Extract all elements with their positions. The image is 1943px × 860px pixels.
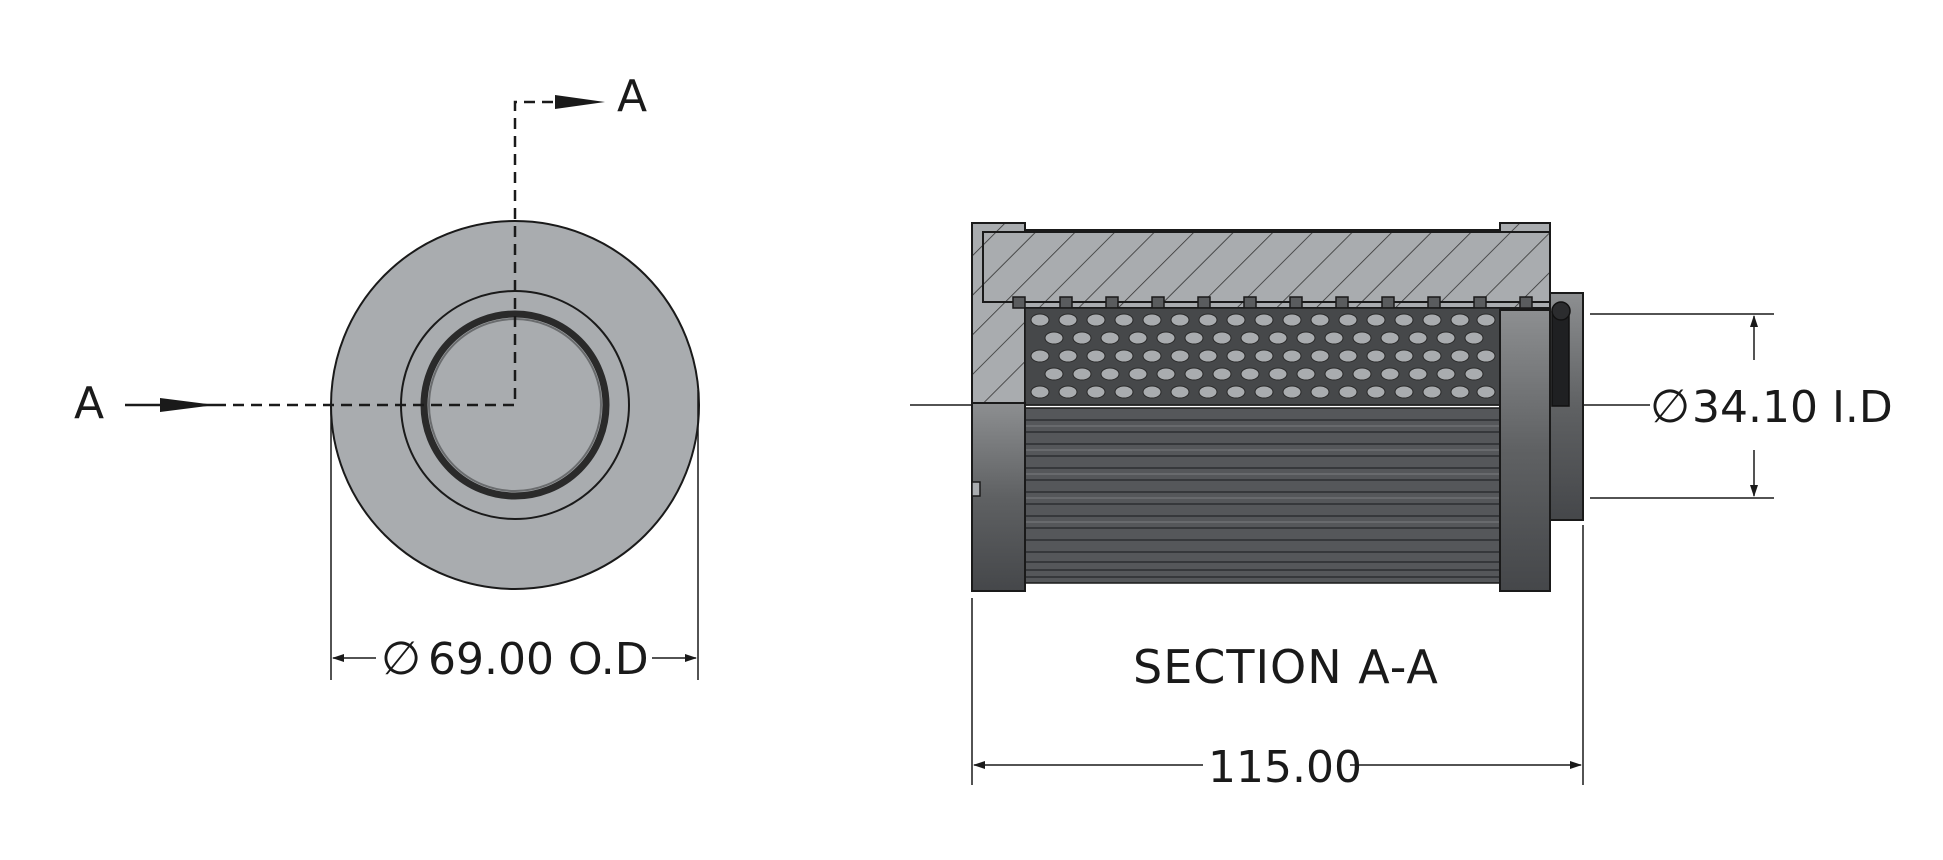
section-label-left: A <box>74 378 104 429</box>
left-end-cap <box>971 402 1026 592</box>
section-view: ∅ 34.10 I.D SECTION A-A 115.00 <box>910 222 1893 793</box>
arrow-head-left <box>160 398 215 412</box>
section-title: SECTION A-A <box>1133 640 1439 694</box>
length-dimension-value: 115.00 <box>1208 742 1362 793</box>
arrow-head-top <box>555 95 605 109</box>
pleat-lines <box>1025 419 1500 578</box>
left-cap-notch <box>971 481 981 497</box>
front-view: A A ∅ 69.00 O.D <box>74 71 700 685</box>
cutting-plane-line <box>215 100 572 407</box>
od-diameter-symbol: ∅ <box>381 631 421 685</box>
housing-inner-lip <box>982 231 1551 303</box>
perforation-holes <box>1030 313 1496 399</box>
o-ring-groove <box>1551 311 1570 407</box>
od-dimension-value: 69.00 O.D <box>428 634 649 685</box>
tab-row <box>1012 296 1533 309</box>
section-label-top: A <box>617 71 647 122</box>
pleated-media <box>1024 407 1501 584</box>
id-dimension-value: 34.10 I.D <box>1692 382 1893 433</box>
o-ring <box>1551 301 1571 321</box>
right-end-cap <box>1499 309 1551 592</box>
pleat-highlights <box>1025 425 1500 523</box>
id-diameter-symbol: ∅ <box>1650 379 1690 433</box>
